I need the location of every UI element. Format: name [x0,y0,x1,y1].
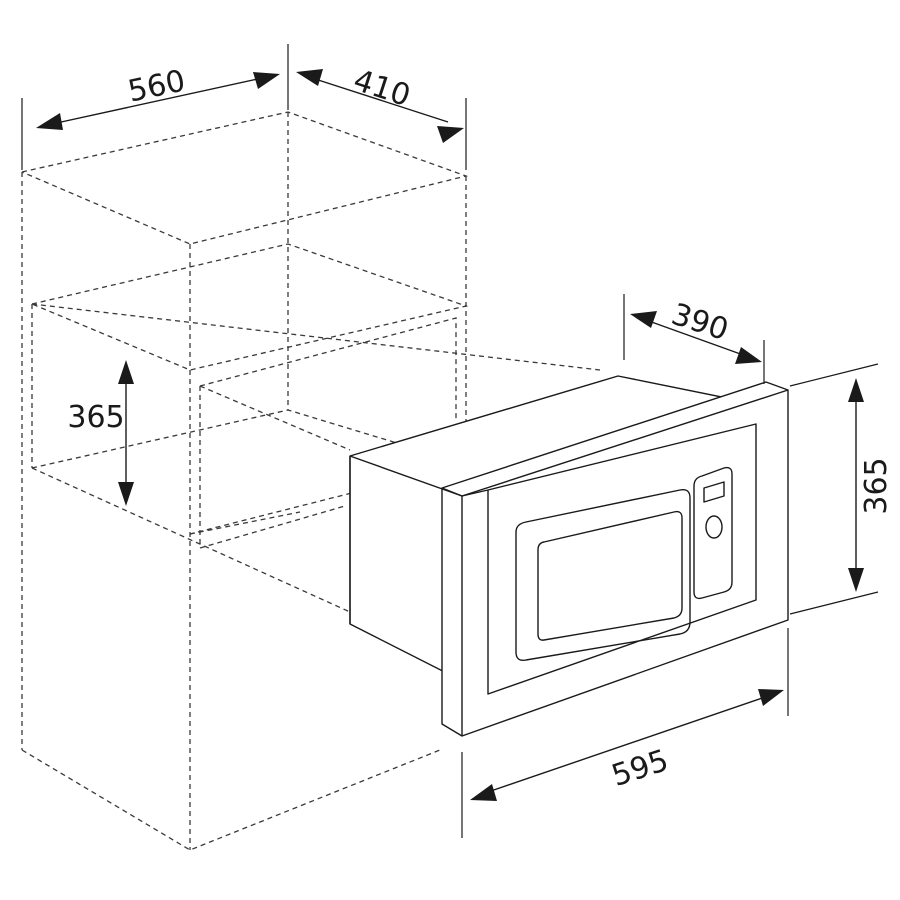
arrowhead [848,378,864,402]
door-frame [515,488,691,662]
appliance-front [487,423,757,695]
door-window [537,510,683,641]
dim-line-niche-width [51,77,263,125]
control-panel [693,466,733,600]
arrowhead [630,311,657,328]
dim-line-niche-depth [311,77,449,123]
arrowhead [735,347,762,364]
dim-line-appliance-depth [645,319,747,357]
knob-icon [705,515,723,539]
extension-lines [21,44,879,838]
arrowhead [758,689,784,706]
arrowhead [437,126,464,143]
arrowhead [470,784,497,801]
frame-width-label: 595 [608,743,673,794]
arrowhead [36,113,63,130]
arrowhead [296,69,323,86]
frame-height-label: 365 [859,457,894,514]
appliance-depth-label: 390 [667,297,732,348]
arrowhead [118,360,134,384]
cabinet-outline [21,111,601,851]
arrowhead [118,482,134,506]
dim-line-frame-width [487,695,769,793]
dimension-lines [36,69,864,801]
display-icon [703,481,725,503]
microwave-appliance [349,375,789,737]
arrowhead [848,568,864,592]
arrowhead [253,72,280,89]
niche-height-label: 365 [67,400,124,435]
niche-width-label: 560 [125,63,188,109]
niche-depth-label: 410 [349,63,414,114]
